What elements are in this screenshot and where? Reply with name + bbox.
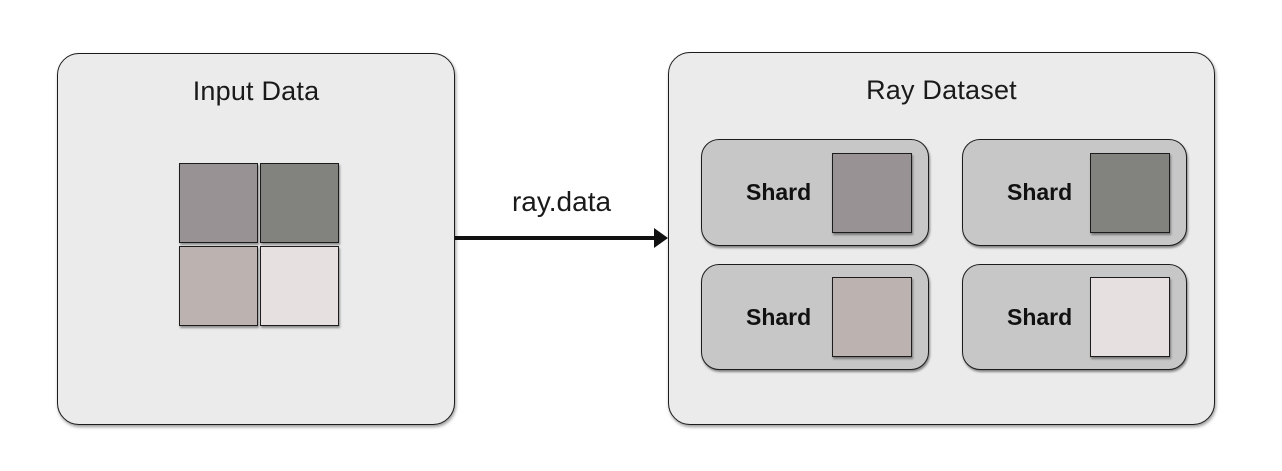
shard-box-bottom-left: Shard bbox=[701, 264, 929, 370]
shard-box-top-left: Shard bbox=[701, 139, 929, 246]
ray-dataset-title: Ray Dataset bbox=[866, 75, 1017, 105]
arrow-label: ray.data bbox=[511, 186, 612, 217]
shard-box-bottom-right: Shard bbox=[962, 264, 1187, 370]
arrow-head-icon bbox=[654, 228, 668, 248]
ray-dataset-panel: Ray Dataset Shard Shard Shard Shard bbox=[668, 52, 1215, 425]
shard-box-top-right: Shard bbox=[962, 139, 1187, 246]
input-data-panel: Input Data bbox=[57, 53, 455, 425]
input-block-top-right bbox=[260, 163, 339, 243]
shard-block bbox=[1090, 152, 1170, 233]
shard-label: Shard bbox=[1007, 303, 1073, 330]
shard-grid: Shard Shard Shard Shard bbox=[701, 139, 1187, 370]
input-block-bottom-left bbox=[179, 246, 258, 326]
shard-label: Shard bbox=[746, 303, 812, 330]
shard-block bbox=[1090, 277, 1170, 357]
shard-label: Shard bbox=[1007, 179, 1073, 205]
input-block-grid bbox=[179, 163, 339, 326]
input-block-top-left bbox=[179, 163, 258, 243]
shard-block bbox=[832, 152, 912, 233]
arrow-line bbox=[455, 236, 656, 240]
input-block-bottom-right bbox=[260, 246, 339, 326]
shard-label: Shard bbox=[746, 179, 812, 205]
input-data-title: Input Data bbox=[192, 76, 320, 106]
shard-block bbox=[832, 277, 912, 357]
